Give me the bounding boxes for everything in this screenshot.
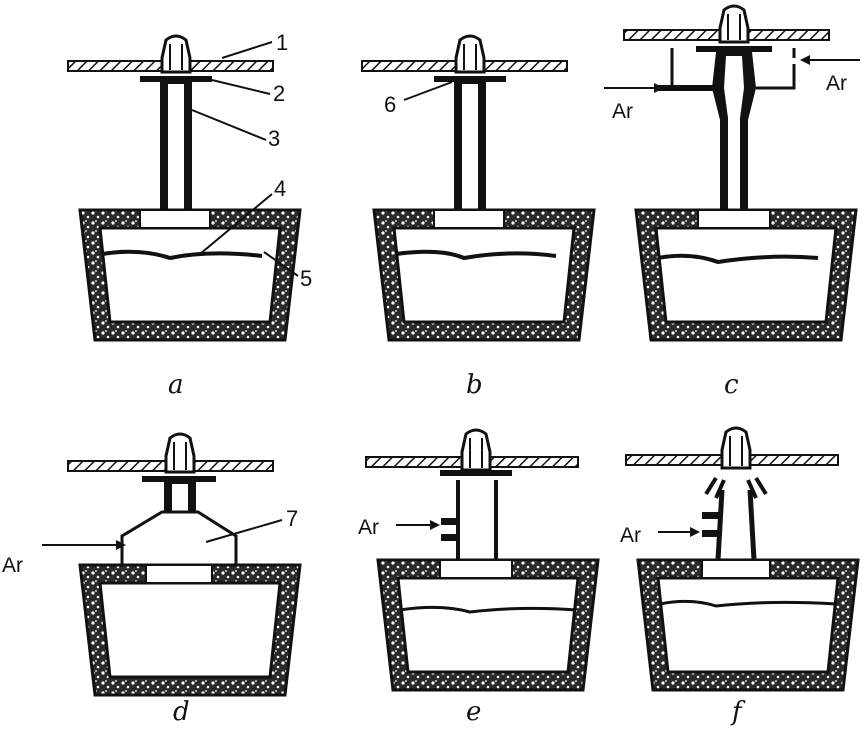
- connecting-clamp: [696, 46, 772, 52]
- panel-label-f: f: [730, 697, 746, 727]
- callout-7: 7: [286, 506, 298, 531]
- tundish: [372, 208, 596, 342]
- panel-label-e: e: [466, 697, 481, 727]
- connecting-clamp: [140, 76, 212, 82]
- slide-gate-nozzle: [160, 34, 192, 74]
- argon-inlet-left: [604, 83, 716, 93]
- panel-label-b: b: [466, 370, 483, 400]
- argon-inlet-right: [800, 55, 860, 65]
- tundish: [636, 558, 860, 692]
- argon-hood: [120, 510, 238, 565]
- argon-inlet: [396, 520, 440, 530]
- steel-surface: [101, 249, 263, 261]
- callout-4: 4: [274, 176, 286, 201]
- callout-1: 1: [276, 30, 288, 55]
- steel-surface: [659, 599, 837, 608]
- gas-label-ar-right: Ar: [826, 72, 847, 95]
- panel-f: Ar f: [620, 426, 860, 727]
- callout-lines: [191, 41, 299, 277]
- gas-label-ar: Ar: [2, 554, 23, 577]
- open-clamp: [704, 476, 768, 499]
- callout-5: 5: [300, 266, 312, 291]
- callout-line-6: [403, 81, 453, 101]
- panel-label-d: d: [173, 697, 190, 727]
- steel-surface: [395, 249, 557, 261]
- panel-a: 1 2 3 4 5 a: [67, 30, 312, 400]
- connecting-clamp: [142, 476, 216, 482]
- callout-line-7: [205, 519, 283, 543]
- panel-b: 6 b: [361, 34, 596, 400]
- callout-2: 2: [273, 81, 285, 106]
- panel-label-c: c: [724, 370, 739, 400]
- tundish: [78, 563, 302, 697]
- slide-gate-nozzle: [720, 426, 752, 470]
- connecting-clamp: [440, 470, 512, 476]
- tundish: [376, 558, 600, 692]
- steel-surface: [657, 253, 819, 265]
- gas-label-ar: Ar: [358, 516, 379, 539]
- callout-6: 6: [384, 92, 396, 117]
- gas-label-ar: Ar: [620, 524, 641, 547]
- callout-3: 3: [268, 126, 280, 151]
- slide-gate-nozzle: [454, 34, 486, 74]
- connecting-clamp: [434, 76, 506, 82]
- panel-d: 7 Ar d: [2, 432, 302, 727]
- panel-label-a: a: [168, 370, 184, 400]
- argon-inlet: [42, 540, 126, 550]
- panel-c: Ar Ar c: [604, 4, 860, 400]
- slide-gate-nozzle: [164, 432, 196, 474]
- slide-gate-nozzle: [718, 4, 750, 44]
- steel-surface: [399, 605, 577, 614]
- slide-gate-nozzle: [460, 428, 492, 472]
- argon-inlet: [658, 527, 700, 537]
- panel-e: Ar e: [358, 428, 600, 727]
- gas-label-ar-left: Ar: [612, 100, 633, 123]
- tundish: [78, 208, 302, 342]
- tundish: [634, 208, 858, 342]
